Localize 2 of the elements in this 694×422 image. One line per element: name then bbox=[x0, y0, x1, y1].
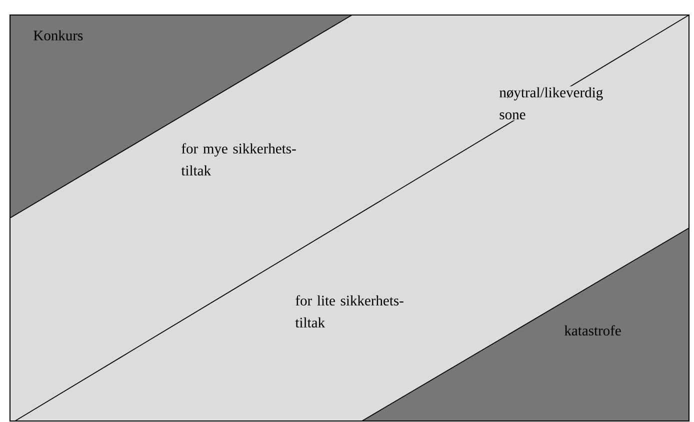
node-label: for mye sikkerhets- tiltak bbox=[181, 143, 296, 176]
zone-label: nøytral/likeverdig sone bbox=[498, 86, 604, 120]
